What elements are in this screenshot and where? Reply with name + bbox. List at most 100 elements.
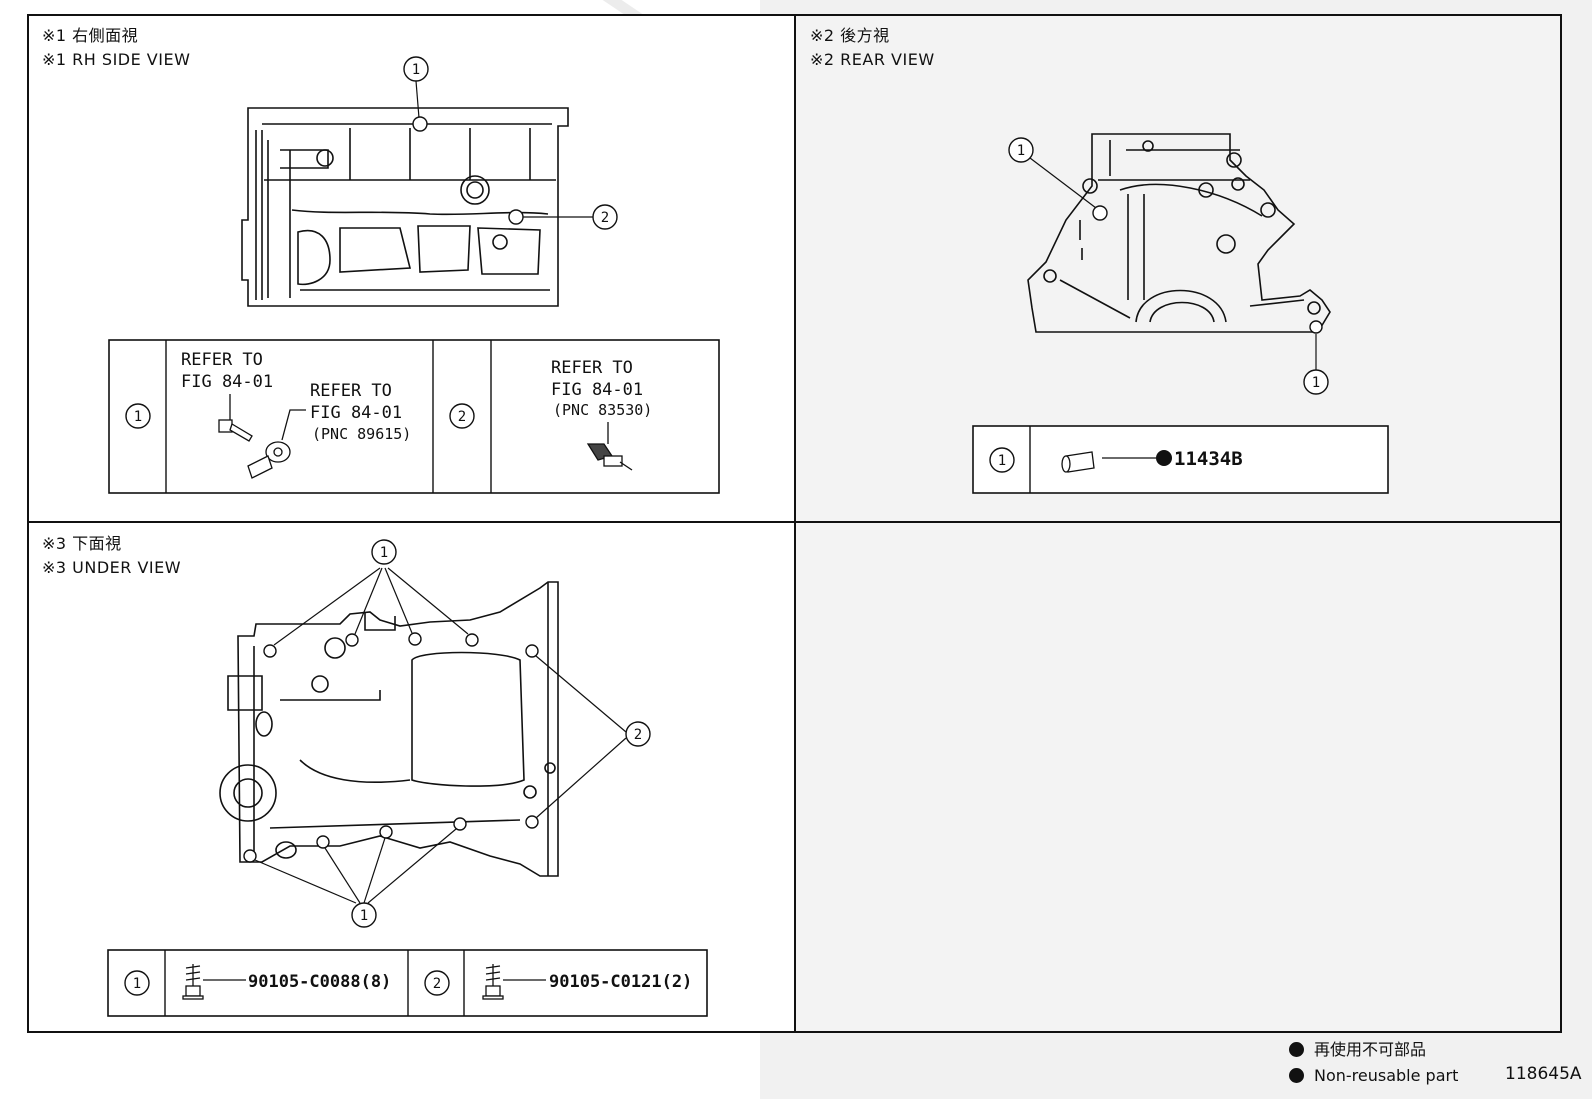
drawing-shape	[1079, 220, 1083, 260]
drawing-shape: 2	[458, 409, 466, 425]
drawing-shape	[324, 637, 346, 659]
drawing-shape	[1127, 194, 1145, 300]
empty-panel	[795, 522, 1562, 1033]
drawing-shape	[1231, 177, 1245, 191]
drawing-shape	[460, 175, 490, 205]
drawing-shape	[525, 815, 539, 829]
refer-text: FIG 84-01	[551, 380, 643, 400]
drawing-shape	[1135, 289, 1227, 323]
drawing-shape	[237, 581, 559, 877]
drawing-shape	[1249, 299, 1305, 307]
legend-ja: 再使用不可部品	[1289, 1038, 1426, 1062]
drawing-shape	[363, 837, 386, 904]
refer-text: REFER TO	[551, 358, 633, 378]
drawing-shape	[482, 995, 504, 1000]
drawing-shape	[299, 759, 411, 783]
drawing-shape: 1	[1017, 143, 1025, 159]
drawing-shape	[297, 229, 331, 286]
drawing-shape	[972, 425, 1389, 494]
drawing-shape	[379, 825, 393, 839]
drawing-shape	[1149, 301, 1215, 323]
drawing-shape	[1061, 455, 1071, 473]
drawing-shape	[417, 225, 471, 273]
drawing-shape	[367, 828, 457, 904]
legend-en-text: Non-reusable part	[1314, 1066, 1459, 1085]
non-reusable-dot-icon	[1289, 1042, 1304, 1057]
drawing-shape	[492, 234, 508, 250]
drawing-shape: 1	[133, 976, 141, 992]
drawing-shape	[324, 847, 361, 904]
drawing-shape	[544, 762, 556, 774]
knock-sensor-icon	[247, 409, 306, 479]
drawing-shape	[525, 644, 539, 658]
drawing-shape	[466, 181, 484, 199]
drawing-shape	[269, 819, 521, 829]
drawing-shape	[354, 567, 383, 635]
drawing-shape	[124, 970, 150, 996]
drawing-shape	[255, 711, 273, 737]
drawing-shape	[485, 965, 501, 981]
refer-text: REFER TO	[181, 350, 263, 370]
drawing-shape	[1309, 320, 1323, 334]
straight-pin-icon	[1061, 451, 1095, 473]
drawing-shape: 1	[1312, 375, 1320, 391]
drawing-shape	[219, 764, 277, 822]
drawing-shape	[1092, 205, 1108, 221]
bolt-icon	[218, 394, 253, 442]
drawing-shape	[185, 965, 201, 981]
view-title-ja: ※3 下面視	[42, 534, 122, 553]
part-number-90105-C0088: 90105-C0088(8)	[248, 972, 391, 992]
drawing-shape	[243, 849, 257, 863]
drawing-shape	[275, 841, 297, 859]
drawing-shape	[535, 655, 627, 733]
rear-parts-table: 1 11434B	[972, 425, 1389, 494]
under-bolt-holes-1	[243, 632, 539, 863]
drawing-shape: 1	[134, 409, 142, 425]
drawing-shape	[625, 721, 651, 747]
drawing-shape	[1119, 183, 1263, 217]
drawing-shape	[281, 409, 306, 441]
divider-horizontal	[27, 521, 1562, 523]
drawing-shape	[1059, 279, 1131, 319]
drawing-shape	[247, 455, 273, 479]
drawing-shape	[477, 227, 541, 275]
non-reusable-dot-icon	[1289, 1068, 1304, 1083]
diagram-frame	[27, 14, 1562, 1033]
drawing-shape	[349, 128, 531, 180]
drawing-shape	[1008, 137, 1034, 163]
drawing-shape	[424, 970, 450, 996]
view-title-ja: ※2 後方視	[810, 26, 890, 45]
drawing-shape	[412, 116, 428, 132]
rear-callout-1a: 1	[1008, 137, 1108, 221]
drawing-shape	[316, 835, 330, 849]
drawing-shape: 1	[998, 453, 1006, 469]
rear-view-title: ※2 後方視 ※2 REAR VIEW	[810, 24, 935, 72]
drawing-shape	[508, 209, 524, 225]
drawing-shape	[485, 985, 501, 997]
drawing-shape	[387, 567, 469, 635]
drawing-shape	[371, 539, 397, 565]
under-view-title: ※3 下面視 ※3 UNDER VIEW	[42, 532, 181, 580]
drawing-shape	[280, 149, 329, 169]
refer-text: FIG 84-01	[181, 372, 273, 392]
drawing-shape	[619, 461, 633, 471]
drawing-shape: 2	[634, 727, 642, 743]
under-callout-1-bottom: 1	[254, 828, 457, 928]
drawing-shape	[316, 149, 334, 167]
view-title-en: ※1 RH SIDE VIEW	[42, 50, 191, 69]
drawing-shape: 2	[601, 210, 609, 226]
drawing-shape	[182, 995, 204, 1000]
engine-block-rear-illustration	[1027, 133, 1331, 333]
drawing-shape	[254, 859, 357, 904]
drawing-shape	[1043, 269, 1057, 283]
drawing-shape	[233, 778, 263, 808]
drawing-shape	[339, 227, 412, 273]
view-title-en: ※2 REAR VIEW	[810, 50, 935, 69]
oil-pressure-switch-icon	[586, 422, 633, 471]
drawing-shape	[255, 130, 263, 300]
drawing-shape	[384, 567, 413, 634]
refer-text: FIG 84-01	[310, 403, 402, 423]
